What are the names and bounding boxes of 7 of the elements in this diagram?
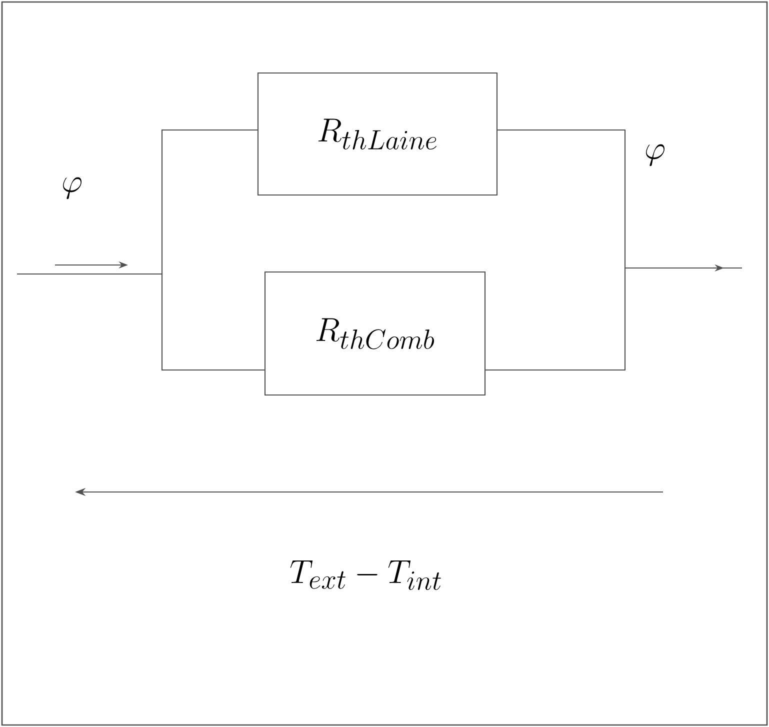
- flux-label: $\varphi$: [646, 144, 664, 166]
- flux-label: $\varphi$: [63, 177, 82, 200]
- resistor-box: $R_{thComb}$: [264, 271, 486, 396]
- connector-line: [486, 267, 742, 371]
- temperature-difference-label: $T_{ext}-T_{int}$: [290, 560, 441, 590]
- resistor-box: $R_{thLaine}$: [257, 72, 498, 196]
- connector-line: [17, 273, 264, 371]
